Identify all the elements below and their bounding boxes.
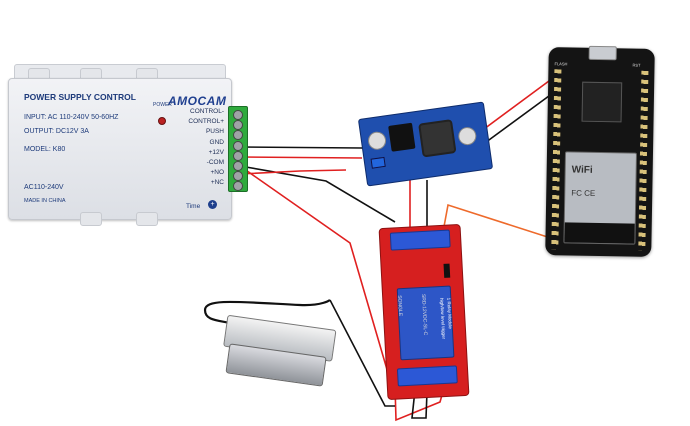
cert-label: FC CE: [571, 188, 596, 198]
black-wire-relay-loop: [411, 389, 428, 419]
red-wire-psu-to-buck: [239, 156, 363, 159]
buck-regulator-chip: [388, 122, 416, 152]
relay-brand: SONGLE: [396, 295, 404, 317]
psu-made-in: MADE IN CHINA: [24, 198, 66, 204]
usb-serial-chip: [581, 81, 623, 123]
orange-wire-relay-to-esp: [442, 203, 561, 242]
psu-input-spec: INPUT: AC 110-240V 50-60HZ: [24, 114, 119, 121]
buck-inductor: [418, 119, 457, 158]
pin-label-control-plus: CONTROL+: [188, 118, 224, 125]
relay-module: SONGLE SRD-12VDC-SL-C 1 Relay Module hig…: [378, 223, 470, 401]
psu-body: [8, 78, 232, 220]
psu-time-label: Time: [186, 203, 201, 210]
red-wire-psu-to-relay-bottom: [239, 165, 394, 391]
black-wire-psu-to-buck: [239, 146, 363, 149]
relay-output-terminal: [396, 365, 458, 387]
jumper-icon[interactable]: [443, 263, 451, 278]
wifi-label: WiFi: [571, 164, 593, 176]
psu-title: POWER SUPPLY CONTROL: [24, 92, 136, 102]
black-wire-psu-com-to-relay: [239, 165, 396, 223]
psu-ac-label: AC110-240V: [24, 184, 64, 191]
nodemcu-esp8266-board: WiFi FC CE FLASH RST: [545, 45, 655, 257]
right-pin-header: [638, 70, 649, 251]
terminal-screw-icon[interactable]: [233, 110, 243, 120]
pin-label-nc: +NC: [210, 179, 224, 186]
pin-label-push: PUSH: [205, 128, 224, 135]
relay-model: SRD-12VDC-SL-C: [420, 293, 429, 336]
red-wire-buck-to-esp: [483, 77, 554, 130]
terminal-screw-icon[interactable]: [233, 151, 243, 161]
relay-side-text: 1 Relay Module: [446, 297, 453, 330]
pin-label-gnd: GND: [209, 139, 224, 146]
power-led-icon: [158, 117, 166, 125]
psu-terminal-block: [228, 106, 248, 192]
terminal-screw-icon[interactable]: [233, 130, 243, 140]
esp8266-wifi-module: WiFi FC CE: [563, 151, 637, 245]
psu-power-label: POWER: [153, 102, 172, 108]
black-wire-magnet-to-relay: [329, 299, 395, 407]
left-pin-header: [551, 69, 562, 250]
terminal-screw-icon[interactable]: [233, 120, 243, 130]
terminal-screw-icon[interactable]: [233, 141, 243, 151]
power-supply-control-unit: POWER SUPPLY CONTROL INPUT: AC 110-240V …: [8, 62, 232, 226]
magnet-cable: [203, 299, 331, 331]
buck-capacitor-icon: [457, 125, 478, 147]
red-wire-psu-no-to-relay: [239, 169, 347, 175]
usb-port-icon: [588, 45, 617, 61]
rst-button-label: RST: [632, 62, 641, 68]
psu-mounting-tab: [80, 212, 102, 226]
psu-model: MODEL: K80: [24, 146, 66, 153]
antenna-trace-icon: [564, 222, 635, 244]
terminal-screw-icon[interactable]: [233, 181, 243, 191]
terminal-screw-icon[interactable]: [233, 161, 243, 171]
pin-label-control-minus: CONTROL-: [190, 108, 224, 115]
pin-label-com: -COM: [206, 159, 224, 166]
time-adjust-knob-icon[interactable]: +: [208, 200, 217, 209]
relay-input-terminal: [389, 229, 451, 251]
pin-label-no: +NO: [210, 169, 224, 176]
buck-capacitor-icon: [366, 130, 388, 151]
psu-output-spec: OUTPUT: DC12V 3A: [24, 128, 89, 135]
black-wire-buck-to-esp: [477, 92, 554, 149]
pin-label-12v: +12V: [208, 149, 224, 156]
relay-coil-block: SONGLE SRD-12VDC-SL-C: [396, 285, 455, 361]
black-wire-buck-to-relay: [424, 180, 428, 233]
flash-button-label: FLASH: [554, 61, 568, 67]
terminal-screw-icon[interactable]: [233, 171, 243, 181]
psu-brand: AMOCAM: [168, 94, 227, 108]
buck-potentiometer-icon[interactable]: [370, 156, 386, 169]
psu-mounting-tab: [136, 212, 158, 226]
